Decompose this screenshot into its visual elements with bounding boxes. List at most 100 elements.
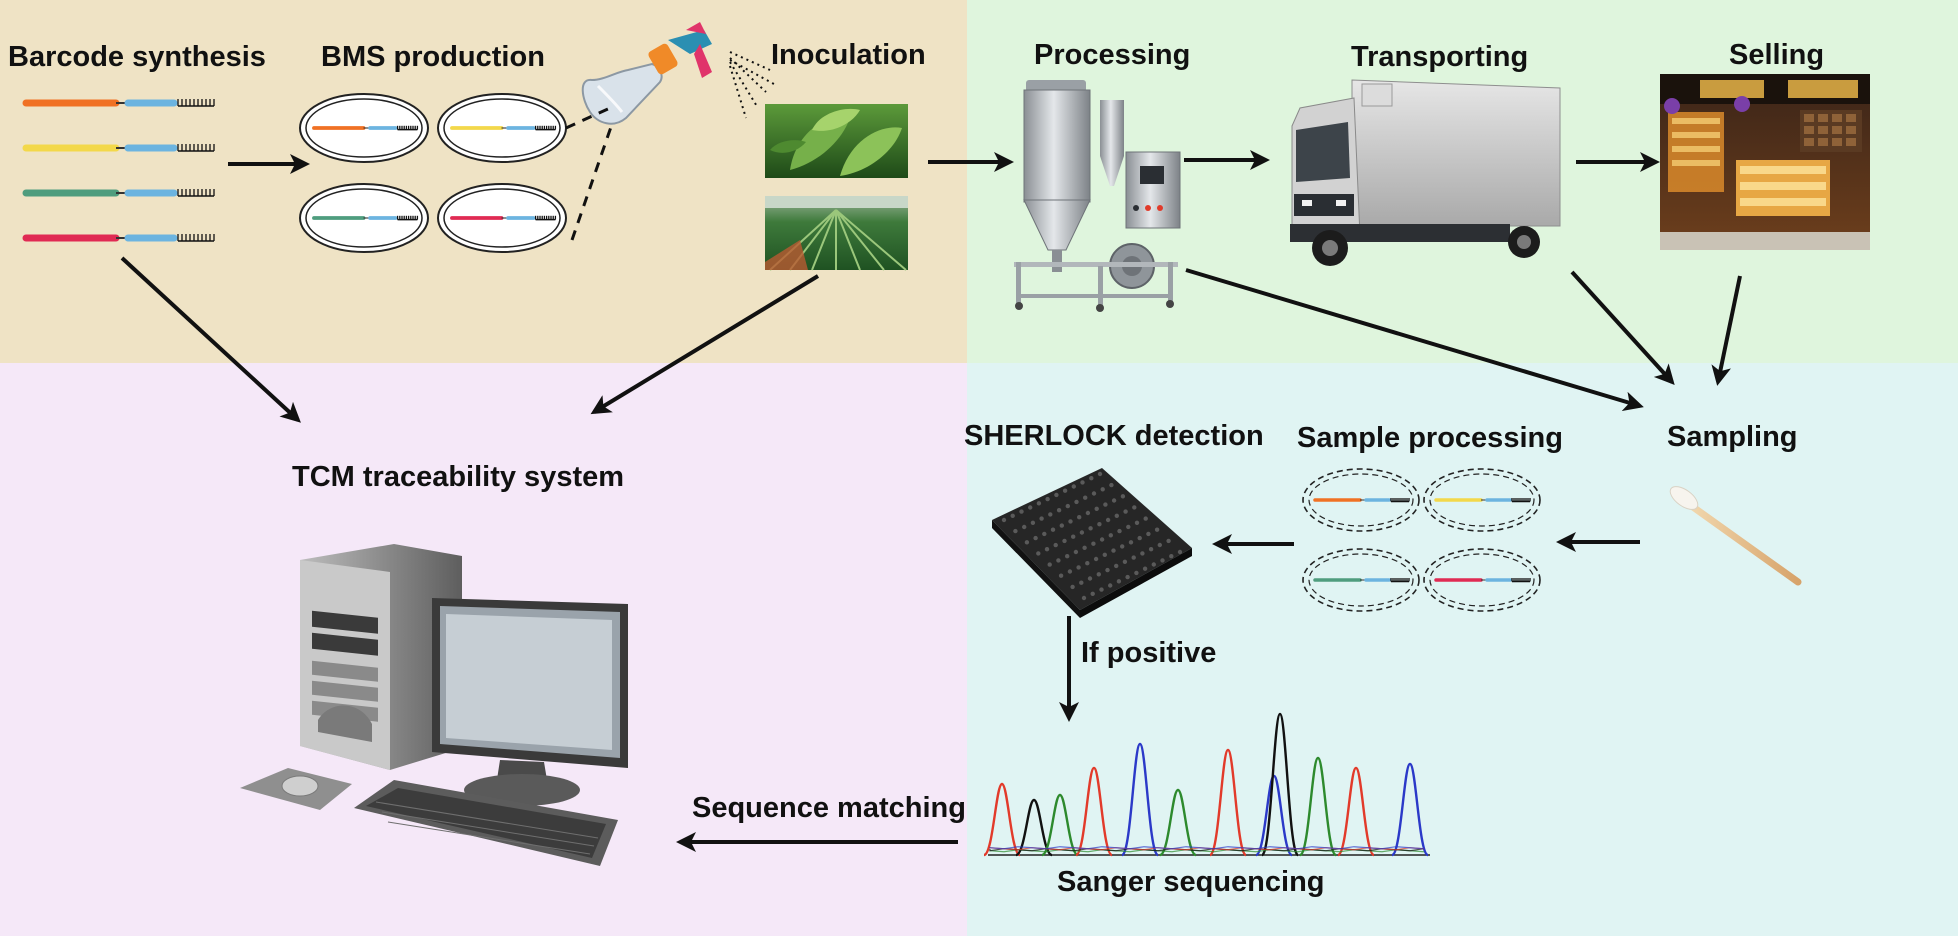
well [1050,527,1056,532]
cotton-swab-icon [1669,486,1802,586]
well [1068,519,1073,524]
well [1074,499,1079,505]
sample-ellipse-outer [1302,468,1420,532]
sampling-label: Sampling [1667,421,1798,453]
barcode-strand-barcode-ticks [177,99,215,107]
bms-to-sprayer-line-upper [565,106,611,130]
well [1099,587,1104,592]
well [1157,542,1163,548]
sample-processing-ellipses [1302,468,1541,612]
sample-ellipse-outer [1423,548,1541,612]
well [1143,516,1148,521]
well [1126,524,1131,530]
chromatogram-peak [1390,762,1430,857]
bms-strand-barcode-ticks [534,125,557,131]
well [1019,509,1024,514]
computer-tower-icon [300,544,462,770]
well [1122,559,1128,564]
sample-strand [1313,578,1410,583]
plant-leaves-photo [765,104,908,178]
sample-ellipse-inner [1308,553,1414,607]
well [1105,517,1111,523]
arrow-selling-to-sampling [1711,275,1742,386]
bms-to-sprayer-line-lower [570,123,614,241]
well [1102,552,1108,557]
well [1148,547,1154,552]
well [1120,544,1125,549]
sample-strand-barcode-ticks [1511,578,1531,583]
well [1105,567,1110,573]
well [1056,508,1062,513]
bms-production-label: BMS production [321,41,545,73]
well [1094,506,1099,511]
chromatogram-peak [982,782,1022,857]
well [1082,545,1087,550]
well [1085,510,1091,516]
bms-strand-barcode-ticks [396,215,419,221]
chromatogram-peak [1074,766,1114,857]
barcode-strand-barcode-ticks [177,189,215,197]
sample-processing-label: Sample processing [1297,422,1563,454]
well [1083,495,1088,500]
well [1111,498,1117,503]
well [1125,574,1130,580]
barcode-strand [22,234,215,242]
bms-ellipse-inner [443,188,561,248]
sample-strand [1434,578,1531,583]
chromatogram-peak [1208,748,1248,857]
well [1067,569,1073,574]
well [1140,551,1145,556]
well [1091,541,1096,546]
well [1053,542,1058,548]
barcode-synthesis-label: Barcode synthesis [8,41,266,73]
well [1093,556,1099,562]
well [1100,487,1105,492]
bms-strand [450,215,557,221]
sample-strand-barcode-ticks [1390,578,1410,583]
computer-monitor-icon [432,598,628,806]
arrow-transporting-to-sampling [1570,270,1675,385]
barcode-strand-barcode-ticks [177,144,215,152]
well [1131,555,1136,560]
bms-strand [312,215,419,221]
sample-strand [1434,498,1531,503]
well [1096,572,1102,577]
well [1036,551,1041,556]
panel-farming-background [0,0,967,363]
well [1071,534,1076,539]
sample-strand-barcode-ticks [1390,498,1410,503]
bms-ellipse-inner [305,98,423,158]
spray-bottle-icon [581,22,712,125]
well [1087,576,1093,581]
well [1166,538,1171,544]
well [1114,513,1120,518]
inoculation-label: Inoculation [771,39,926,71]
well [1080,480,1085,485]
well [1120,494,1126,499]
well [1177,549,1183,555]
spray-dryer-machine-icon [1014,80,1181,312]
well [1151,562,1157,567]
well [1146,531,1151,537]
sample-ellipse-outer [1423,468,1541,532]
well [1047,562,1052,567]
well [1169,554,1174,559]
well [1089,476,1094,481]
well [1062,488,1068,493]
well [1033,535,1038,541]
well [1065,503,1071,509]
well [1065,554,1070,559]
chromatogram-noise [989,846,1425,850]
well [1111,548,1116,553]
well [1028,505,1033,510]
chromatogram-peak [1260,712,1300,857]
selling-label: Selling [1729,39,1824,71]
well [1044,547,1050,552]
chromatogram-peak [1120,742,1160,857]
well [1048,512,1053,517]
well [1021,524,1027,530]
well [1013,528,1018,534]
sample-ellipse-outer [1302,548,1420,612]
well [1077,515,1082,520]
